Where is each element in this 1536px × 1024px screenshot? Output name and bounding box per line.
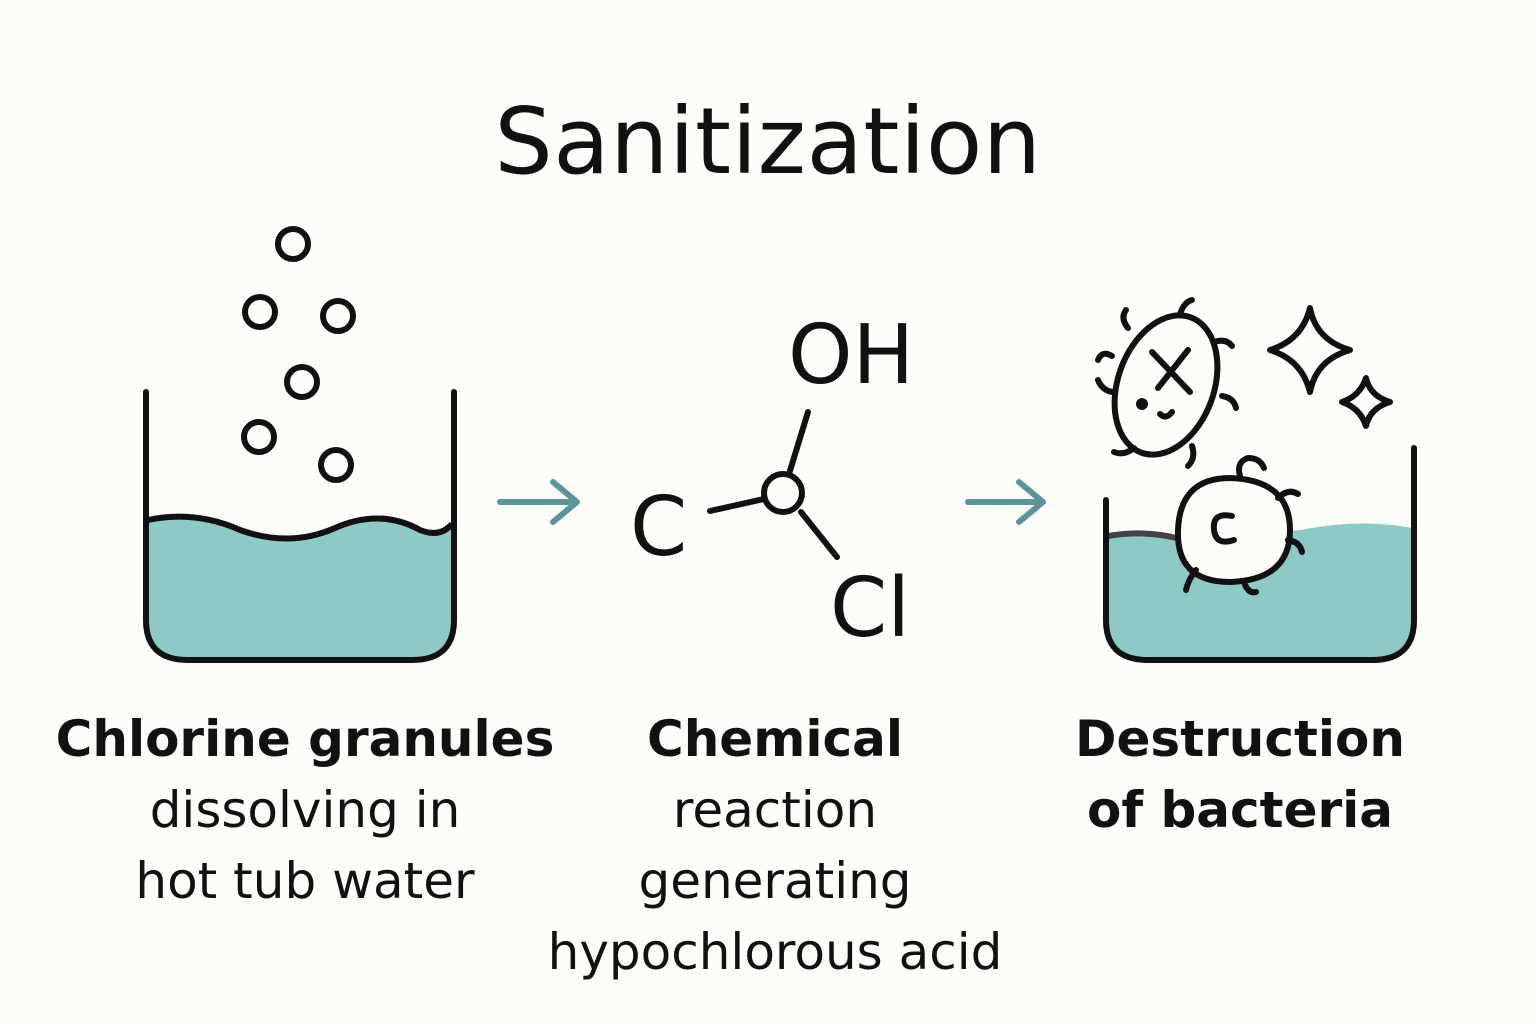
arrow-right-icon bbox=[965, 479, 1046, 525]
arrow-right-icon bbox=[497, 479, 580, 525]
caption-line: of bacteria bbox=[1086, 781, 1394, 839]
caption-line: generating bbox=[638, 852, 912, 910]
molecule-label-oh: OH bbox=[788, 308, 914, 403]
step-caption-chlorine: Chlorine granules dissolving in hot tub … bbox=[40, 704, 570, 917]
caption-line: dissolving in bbox=[149, 781, 461, 839]
caption-line: hypochlorous acid bbox=[547, 923, 1003, 981]
sparkle-icon bbox=[1267, 305, 1353, 395]
sparkle-icon bbox=[1339, 375, 1393, 429]
molecule-icon: OH C Cl bbox=[630, 308, 914, 656]
beaker-icon bbox=[143, 389, 457, 663]
granule-icon bbox=[241, 226, 356, 483]
bacteria-icon bbox=[1174, 454, 1305, 596]
molecule-label-cl: Cl bbox=[830, 561, 910, 656]
caption-line: Chlorine granules bbox=[55, 710, 555, 768]
caption-line: Chemical bbox=[647, 710, 903, 768]
caption-line: Destruction bbox=[1075, 710, 1405, 768]
bacteria-icon bbox=[1095, 297, 1239, 469]
molecule-label-c: C bbox=[630, 480, 687, 575]
step-caption-reaction: Chemical reaction generating hypochlorou… bbox=[530, 704, 1020, 988]
caption-line: hot tub water bbox=[135, 852, 475, 910]
diagram-title: Sanitization bbox=[494, 88, 1042, 195]
caption-line: reaction bbox=[672, 781, 878, 839]
step-caption-destruction: Destruction of bacteria bbox=[1030, 704, 1450, 846]
